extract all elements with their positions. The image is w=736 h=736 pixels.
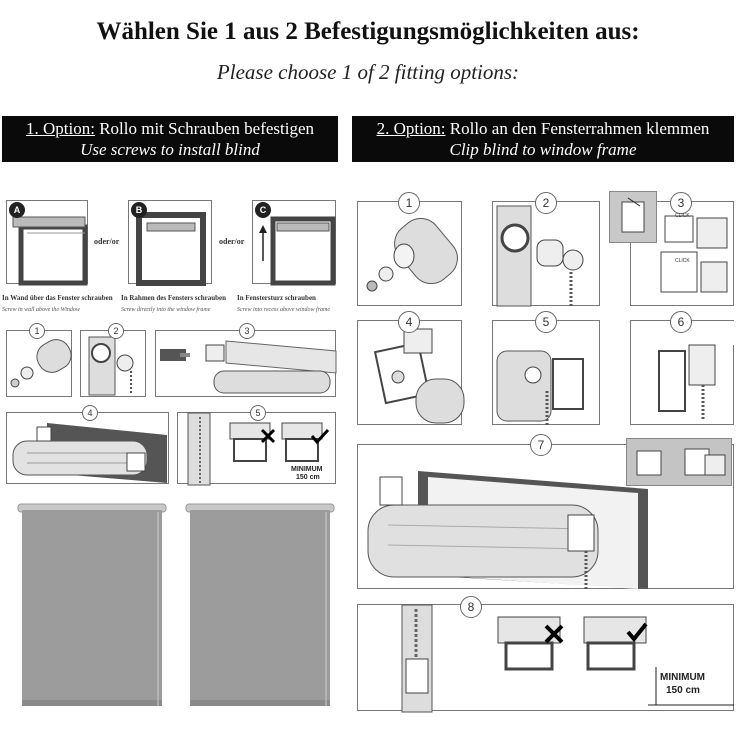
method-a-caption-de: In Wand über das Fenster schrauben (2, 294, 113, 302)
method-a-illustration (12, 216, 88, 286)
opt1-step2-illustration (88, 336, 134, 396)
method-a-letter: A (9, 202, 25, 218)
opt2-step6-panel (630, 320, 735, 425)
opt2-correct-check-icon (626, 622, 648, 643)
opt2-step2-panel (492, 201, 600, 307)
opt2-step5-illustration (496, 350, 584, 425)
opt1-step4-panel (6, 412, 169, 484)
separator-1: oder/or (94, 237, 120, 246)
opt2-step8-number: 8 (460, 596, 482, 618)
blind-photo-left (17, 503, 167, 706)
page-subtitle: Please choose 1 of 2 fitting options: (216, 60, 520, 84)
option2-banner: 2. Option: Rollo an den Fensterrahmen kl… (352, 116, 734, 162)
opt2-step6-illustration (631, 321, 735, 421)
opt2-step4-panel (357, 320, 465, 425)
opt2-step1-panel (357, 201, 462, 306)
method-b-caption-de: In Rahmen des Fensters schrauben (121, 294, 227, 302)
method-c-caption-de: In Fenstersturz schrauben (237, 294, 316, 302)
method-b-illustration (136, 212, 206, 286)
page-title: Wählen Sie 1 aus 2 Befestigungsmöglichke… (96, 18, 640, 45)
opt1-minimum-value: 150 cm (296, 474, 320, 481)
opt2-step5-panel (492, 320, 600, 425)
opt1-step3-illustration (160, 340, 337, 394)
method-a-panel (6, 200, 88, 286)
option1-title-en: Use screws to install blind (80, 140, 260, 159)
opt2-step1-illustration (366, 217, 458, 292)
opt2-step2-number: 2 (535, 192, 557, 214)
opt2-step7-inset (626, 438, 732, 486)
option2-title-de: Rollo an den Fensterrahmen klemmen (449, 119, 710, 138)
opt2-step4-number: 4 (398, 311, 420, 333)
method-c-letter: C (255, 202, 271, 218)
opt2-step3-panel (630, 201, 734, 306)
opt2-step3-inset (609, 191, 657, 243)
option1-title-de: Rollo mit Schrauben befestigen (99, 119, 315, 138)
opt1-step1-illustration (10, 339, 72, 388)
opt2-step8-panel (357, 604, 734, 713)
opt2-wrong-cross-icon (544, 624, 564, 644)
opt1-step3-number: 3 (239, 323, 255, 339)
opt2-step7-illustration (367, 471, 648, 589)
opt1-step1-number: 1 (29, 323, 45, 339)
opt1-step5-number: 5 (250, 405, 266, 421)
opt1-step4-number: 4 (82, 405, 98, 421)
method-a-caption-en: Screw in wall above the Window (2, 307, 80, 313)
opt1-step2-number: 2 (108, 323, 124, 339)
opt2-step6-number: 6 (670, 311, 692, 333)
opt1-correct-check-icon (310, 428, 330, 445)
opt2-step3-inset-illustration (621, 197, 645, 233)
opt1-step1-panel (6, 330, 72, 397)
method-b-panel (128, 200, 212, 286)
method-c-illustration (259, 216, 336, 286)
option2-prefix: 2. Option: (376, 119, 446, 138)
opt2-step3-click-label-2: CLICK (675, 258, 690, 264)
opt2-step5-number: 5 (535, 311, 557, 333)
opt1-wrong-cross-icon (260, 428, 276, 444)
method-c-caption-en: Screw into recess above window frame (237, 307, 331, 313)
opt2-step2-illustration (496, 205, 584, 307)
opt2-step7-number: 7 (530, 434, 552, 456)
opt1-step5-illustration (187, 412, 323, 486)
opt2-minimum-label: MINIMUM (660, 672, 705, 683)
opt1-step3-panel (155, 330, 337, 397)
opt2-step3-number: 3 (670, 192, 692, 214)
method-b-caption-en: Screw directly into the window frame (121, 307, 211, 313)
opt1-step2-panel (80, 330, 146, 397)
opt1-step4-illustration (12, 423, 167, 483)
opt2-step4-illustration (373, 328, 465, 424)
method-b-letter: B (131, 202, 147, 218)
option2-title-en: Clip blind to window frame (449, 140, 637, 159)
opt2-minimum-value: 150 cm (666, 685, 700, 696)
opt2-step1-number: 1 (398, 192, 420, 214)
opt1-step5-panel (177, 412, 336, 486)
option1-banner: 1. Option: Rollo mit Schrauben befestige… (2, 116, 338, 162)
option1-prefix: 1. Option: (25, 119, 95, 138)
opt1-minimum-label: MINIMUM (291, 466, 323, 473)
opt2-step7-inset-illustration (636, 448, 726, 476)
separator-2: oder/or (219, 237, 245, 246)
blind-photo-right (185, 503, 335, 706)
opt2-step3-click-label-1: CLICK (675, 213, 690, 219)
opt2-step3-illustration (660, 215, 728, 293)
